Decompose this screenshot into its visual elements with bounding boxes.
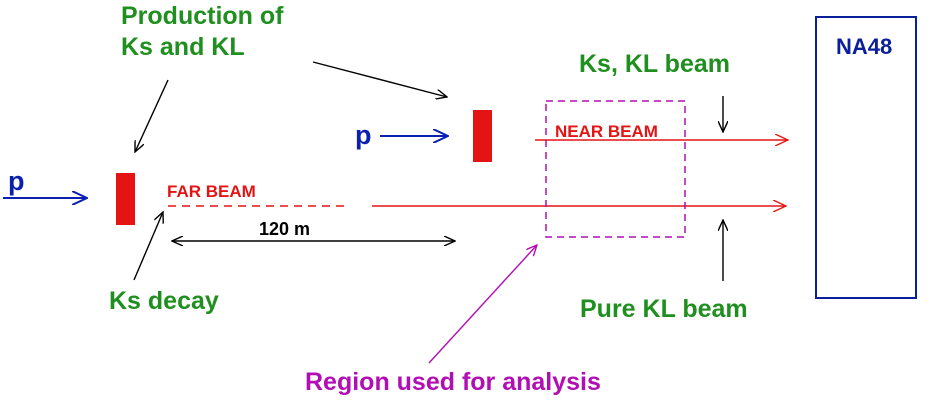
production-arrow-far [135, 79, 169, 152]
production-arrow-near [312, 61, 447, 97]
far-target [116, 173, 135, 225]
far-proton-label: p [8, 166, 25, 196]
production-label-line1: Production of [121, 2, 284, 30]
analysis-region-arrow [428, 245, 537, 364]
far-beam-label: FAR BEAM [167, 182, 256, 201]
ks-kl-beam-label: Ks, KL beam [579, 50, 730, 78]
production-label-line2: Ks and KL [121, 33, 245, 61]
near-proton-label: p [355, 120, 372, 150]
region-used-label: Region used for analysis [305, 368, 601, 396]
near-target [473, 110, 492, 162]
na48-label: NA48 [836, 34, 892, 59]
pure-kl-beam-label: Pure KL beam [580, 295, 748, 323]
ks-decay-label: Ks decay [109, 287, 219, 315]
near-beam-label: NEAR BEAM [555, 122, 658, 141]
ks-decay-arrow [133, 212, 163, 281]
analysis-region-box [545, 100, 686, 238]
na48-detector-box [815, 16, 917, 299]
distance-label: 120 m [259, 219, 310, 239]
